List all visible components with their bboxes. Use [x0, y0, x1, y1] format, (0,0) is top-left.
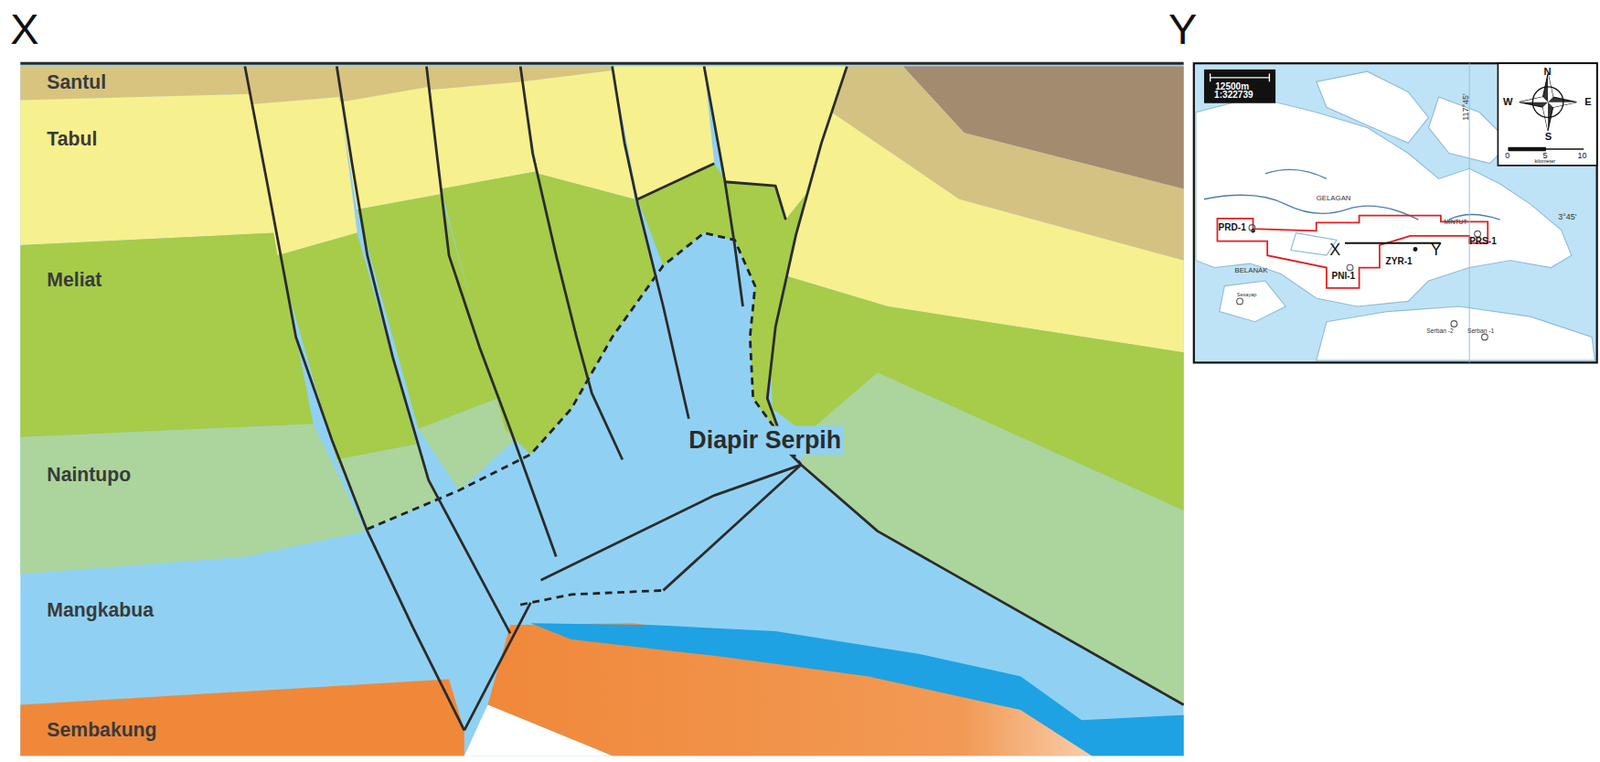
scale-tick: 10	[1577, 151, 1587, 161]
well-name: PNI-1	[1331, 271, 1355, 282]
location-map	[1194, 63, 1598, 363]
well-name: Sesayap	[1237, 291, 1258, 298]
section-end-label: Y	[1430, 241, 1442, 260]
well-name: ZYR-1	[1386, 256, 1413, 267]
longitude-label: 117°45'	[1461, 93, 1472, 120]
fault-lines	[20, 63, 1184, 730]
section-end-label: Y	[1168, 6, 1197, 54]
place-name: GELAGAN	[1316, 193, 1352, 203]
diapir-outline	[367, 233, 801, 605]
well-name: PRD-1	[1218, 224, 1247, 235]
diapir-label: Diapir Serpih	[685, 426, 844, 456]
place-name: MINTUT	[1443, 218, 1467, 225]
formation-name: Naintupo	[46, 464, 131, 486]
latitude-label: 3°45'	[1557, 213, 1577, 223]
compass-letter: E	[1584, 96, 1591, 107]
scale-unit: kilometer	[1535, 158, 1557, 164]
compass-letter: W	[1503, 96, 1514, 107]
well-name: Serban -2	[1426, 327, 1453, 334]
formation-name: Meliat	[46, 269, 102, 291]
mangkabua-fill	[20, 63, 1184, 756]
well-name: Serban -1	[1467, 327, 1494, 334]
formations	[20, 66, 1184, 757]
place-name: BELANAK	[1234, 266, 1268, 275]
section-end-label: X	[1329, 241, 1341, 260]
formation-name: Tabul	[46, 128, 97, 150]
scale-ratio: 1:322739	[1214, 90, 1253, 101]
well-name: PRS-1	[1469, 236, 1497, 247]
formation-name: Santul	[46, 72, 107, 94]
compass-letter: N	[1544, 64, 1552, 76]
scale-tick: 0	[1504, 151, 1510, 161]
formation-name: Sembakung	[46, 719, 157, 741]
formation-name: Mangkabua	[46, 600, 154, 622]
section-end-label: X	[10, 6, 39, 54]
compass-letter: S	[1545, 130, 1552, 142]
